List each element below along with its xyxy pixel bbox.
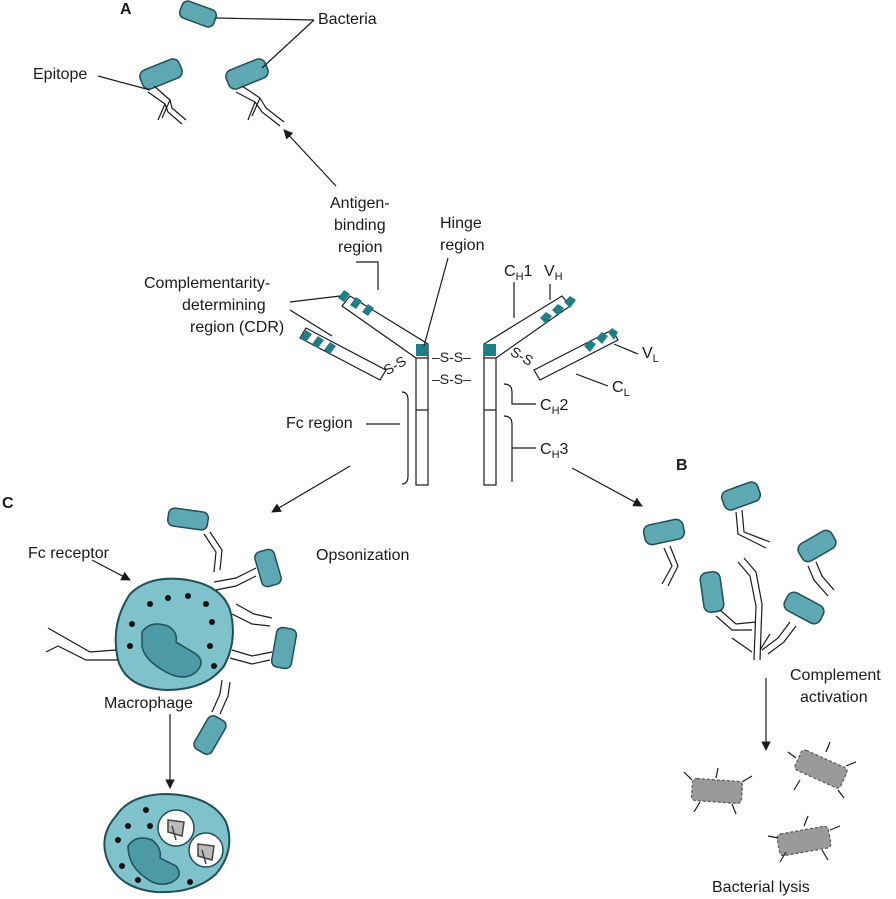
- lysed-bacterium-3: [767, 815, 841, 863]
- hinge-left: [416, 344, 428, 356]
- svg-text:Complementarity-: Complementarity-: [144, 275, 270, 292]
- bacteria-leader-1: [215, 17, 315, 21]
- complement-antibody-stem: [731, 557, 771, 661]
- hinge-leader: [423, 257, 449, 347]
- left-heavy-stem: [415, 354, 429, 486]
- arrow-to-panel-a: [283, 129, 337, 187]
- svg-text:CH2: CH2: [540, 397, 569, 417]
- bacterium-a2: [139, 58, 183, 90]
- ch1-label: CH1: [504, 263, 533, 283]
- complement-bacterium-2: [720, 481, 771, 549]
- antigen-binding-bracket: [356, 261, 379, 290]
- bacteria-label: Bacteria: [318, 11, 377, 28]
- svg-text:region: region: [338, 239, 382, 256]
- receptor-antibody-left: [45, 627, 118, 661]
- cdr-stripes-right-heavy: [540, 296, 576, 324]
- macrophage: [114, 577, 234, 692]
- svg-text:VL: VL: [642, 345, 659, 365]
- complement-bacterium-1: [642, 518, 686, 587]
- fc-region-label: Fc region: [286, 415, 353, 432]
- bacterial-lysis-label: Bacterial lysis: [712, 879, 810, 896]
- vl-leader: [613, 343, 639, 355]
- cdr-leader-1: [289, 295, 341, 303]
- svg-text:determining: determining: [182, 297, 266, 314]
- svg-text:CL: CL: [612, 379, 630, 399]
- cdr-stripes-left-heavy: [338, 290, 374, 316]
- antibody-small-a1: [147, 85, 187, 125]
- svg-text:Complement: Complement: [790, 667, 881, 684]
- svg-text:CH1: CH1: [504, 263, 533, 283]
- complement-bacterium-3: [797, 529, 837, 597]
- macrophage-label: Macrophage: [104, 695, 193, 712]
- bacterium-a1: [178, 0, 218, 28]
- panel-label-a: A: [120, 1, 132, 18]
- svg-text:VH: VH: [544, 263, 563, 283]
- opsonization-label: Opsonization: [316, 547, 409, 564]
- complement-activation-label: Complement activation: [790, 667, 881, 706]
- cdr-stripes-left-light: [300, 330, 336, 354]
- cl-leader: [575, 373, 609, 387]
- hinge-right: [484, 344, 496, 356]
- complement-bacterium-4: [699, 570, 757, 631]
- bacterium-a3: [225, 58, 269, 90]
- hinge-region-label: Hinge region: [440, 215, 484, 254]
- antibody-main: –S-S– –S-S– S-S S-S: [299, 290, 619, 486]
- ch2-label: CH2: [540, 397, 569, 417]
- complement-bacterium-5: [761, 591, 825, 655]
- opsonized-bacterium-1: [166, 507, 223, 573]
- disulfide-bond-left: S-S: [381, 353, 409, 379]
- left-light-arm: [299, 327, 387, 381]
- fc-receptor-arrow: [91, 559, 131, 581]
- lysed-bacterium-2: [787, 741, 857, 799]
- bacteria-leader-2: [261, 19, 315, 69]
- antigen-binding-label: Antigen- binding region: [330, 195, 390, 256]
- cdr-stripes-right-light: [584, 328, 618, 352]
- lysed-bacterium-1: [683, 767, 753, 815]
- opsonized-bacterium-2: [213, 548, 282, 591]
- cdr-leader-2: [289, 309, 333, 337]
- cl-label: CL: [612, 379, 630, 399]
- panel-label-c: C: [2, 495, 14, 512]
- panel-label-b: B: [676, 457, 688, 474]
- ch3-bracket: [503, 415, 536, 482]
- svg-text:CH3: CH3: [540, 441, 569, 461]
- vl-label: VL: [642, 345, 659, 365]
- right-heavy-stem: [483, 354, 497, 486]
- svg-text:activation: activation: [800, 689, 868, 706]
- fc-receptor-label: Fc receptor: [28, 545, 110, 562]
- opsonized-bacterium-4: [193, 679, 231, 756]
- vh-label: VH: [544, 263, 563, 283]
- antibody-small-a2: [235, 85, 285, 127]
- cdr-label: Complementarity- determining region (CDR…: [144, 275, 284, 336]
- svg-text:Antigen-: Antigen-: [330, 195, 390, 212]
- svg-text:binding: binding: [334, 217, 386, 234]
- svg-text:region (CDR): region (CDR): [190, 319, 284, 336]
- right-light-arm: [533, 329, 619, 381]
- disulfide-bond-2: –S-S–: [432, 371, 471, 387]
- fc-region-bracket: [366, 391, 409, 485]
- epitope-leader: [97, 75, 151, 91]
- opsonized-bacterium-3: [229, 603, 298, 670]
- ch2-bracket: [503, 383, 536, 405]
- svg-text:Hinge: Hinge: [440, 215, 482, 232]
- svg-text:region: region: [440, 237, 484, 254]
- disulfide-bond-1: –S-S–: [432, 349, 471, 365]
- epitope-label: Epitope: [33, 66, 87, 83]
- arrow-to-panel-c: [271, 465, 351, 513]
- arrow-to-panel-b: [571, 467, 643, 507]
- macrophage-phagocytosed: [103, 792, 231, 894]
- ch3-label: CH3: [540, 441, 569, 461]
